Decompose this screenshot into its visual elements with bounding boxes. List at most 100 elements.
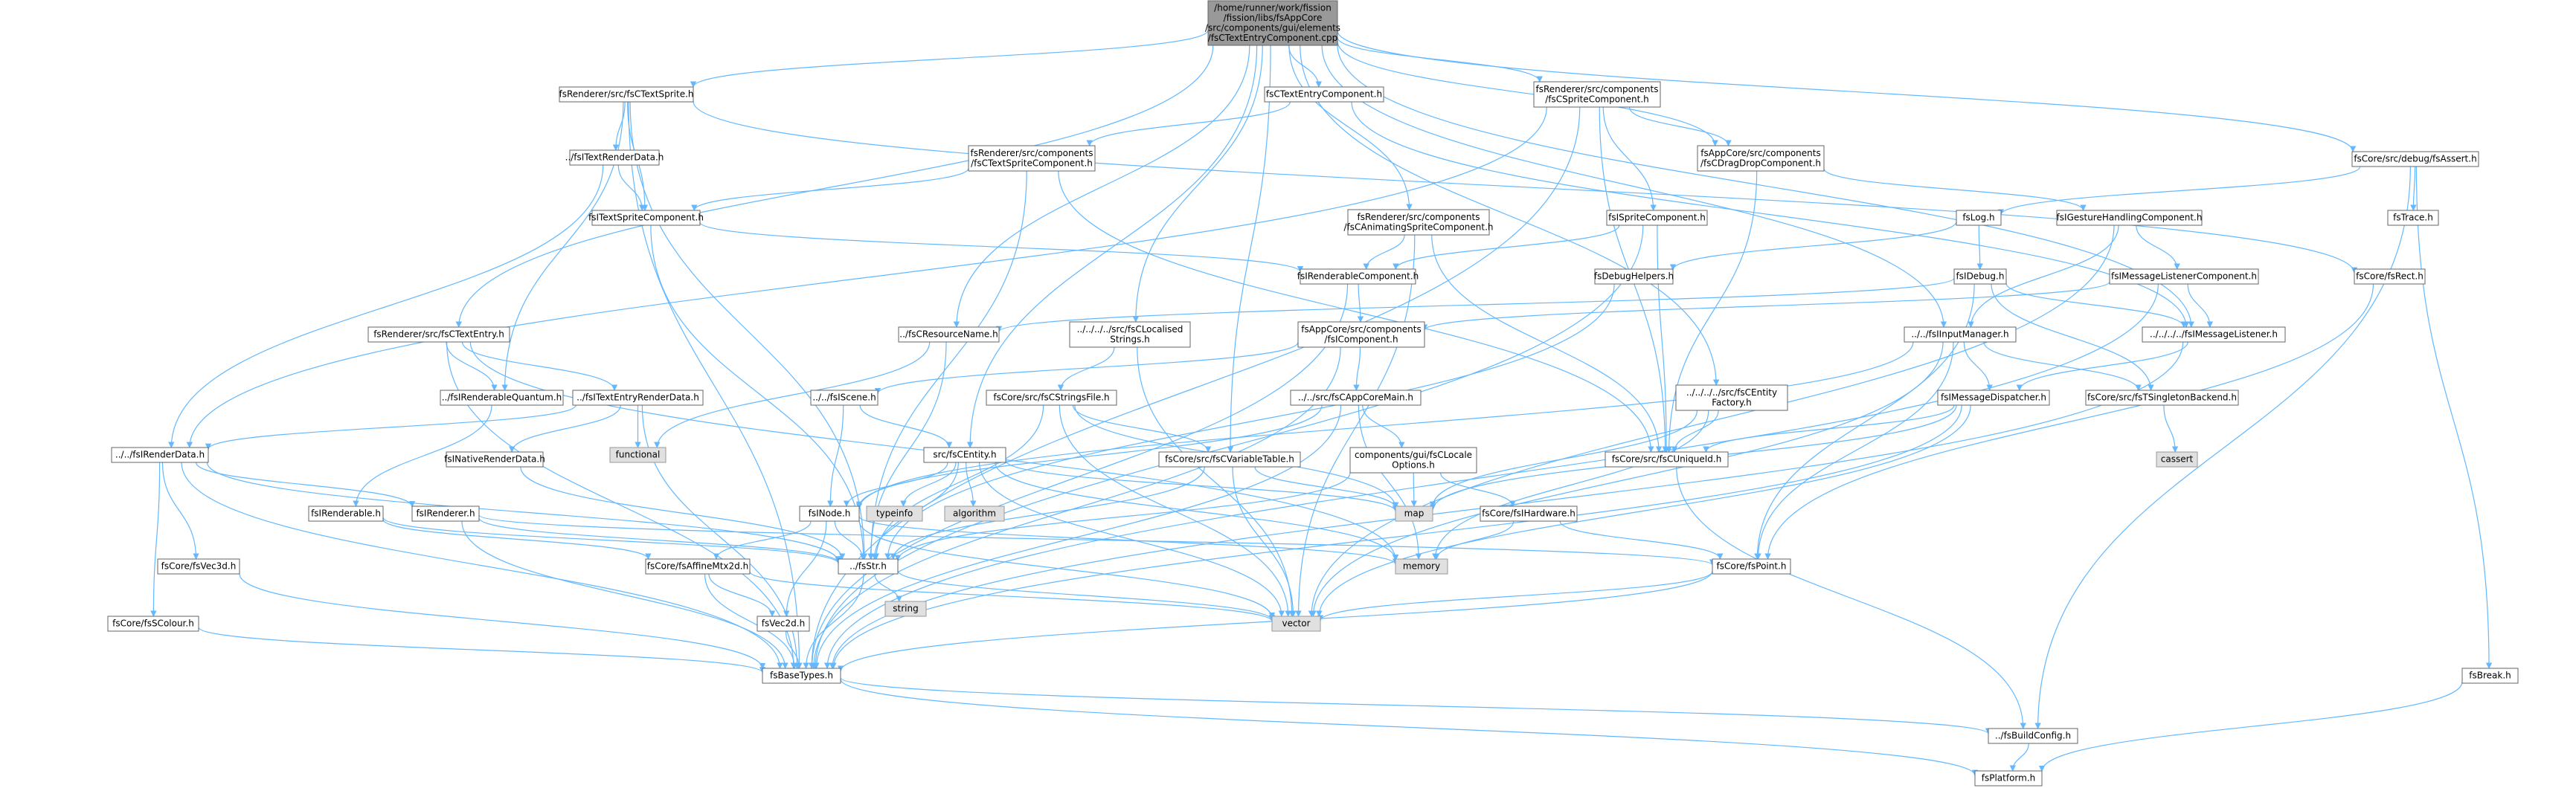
edge-n_idebug-to-n_imsglistener <box>2005 282 2187 328</box>
header-file-node[interactable]: ../fsIRenderableQuantum.h <box>440 390 564 406</box>
node-box <box>2156 451 2198 468</box>
edge-n_ctextspritecomp-to-n_str <box>867 170 1027 560</box>
header-file-node[interactable]: fsCTextEntryComponent.h <box>1264 86 1384 103</box>
header-file-node[interactable]: fsVec2d.h <box>757 616 810 632</box>
header-file-node[interactable]: fsCore/fsAffineMtx2d.h <box>645 558 751 575</box>
header-file-node[interactable]: ../../../../fsIMessageListener.h <box>2142 326 2286 343</box>
header-file-node[interactable]: fsIRenderer.h <box>411 506 480 522</box>
header-file-node[interactable]: fsCore/src/debug/fsAssert.h <box>2351 151 2479 167</box>
node-label: fsIMessageListenerComponent.h <box>2111 271 2257 282</box>
edge-n_centity-to-n_inode <box>843 462 948 507</box>
edge-root-to-n_cresname <box>953 45 1250 328</box>
header-file-node[interactable]: fsITextSpriteComponent.h <box>588 210 704 226</box>
header-file-node[interactable]: ../../src/fsCAppCoreMain.h <box>1290 390 1422 406</box>
system-header-node[interactable]: map <box>1395 506 1433 522</box>
header-file-node[interactable]: fsIRenderableComponent.h <box>1297 268 1419 285</box>
system-header-node[interactable]: vector <box>1271 616 1321 632</box>
edge-n_irenderdata-to-n_str <box>206 462 842 563</box>
header-file-node[interactable]: fsTrace.h <box>2387 210 2439 226</box>
node-label: fsCTextEntryComponent.h <box>1266 89 1382 100</box>
header-file-node[interactable]: fsISpriteComponent.h <box>1606 210 1708 226</box>
node-label: fsBaseTypes.h <box>770 671 833 681</box>
header-file-node[interactable]: fsPlatform.h <box>1974 770 2043 787</box>
edge-n_imsgdispatcher-to-n_cuniqueid <box>1703 404 1955 453</box>
header-file-node[interactable]: fsIDebug.h <box>1953 268 2007 285</box>
system-header-node[interactable]: algorithm <box>944 506 1005 522</box>
header-file-node[interactable]: fsBaseTypes.h <box>762 668 841 684</box>
header-file-node[interactable]: fsCore/fsVec3d.h <box>157 558 240 575</box>
header-file-node[interactable]: fsAppCore/src/components/fsCDragDropComp… <box>1697 145 1825 172</box>
header-file-node[interactable]: ../fsITextRenderData.h <box>565 149 664 166</box>
node-box <box>923 447 1006 463</box>
node-box <box>1395 558 1448 575</box>
node-box <box>1605 451 1729 468</box>
header-file-node[interactable]: fsIMessageListenerComponent.h <box>2109 268 2259 285</box>
system-header-node[interactable]: cassert <box>2156 451 2198 468</box>
header-file-node[interactable]: fsCore/fsPoint.h <box>1712 558 1791 575</box>
header-file-node[interactable]: fsDebugHelpers.h <box>1594 268 1674 285</box>
header-file-node[interactable]: fsRenderer/src/components/fsCSpriteCompo… <box>1533 81 1661 108</box>
system-header-node[interactable]: typeinfo <box>866 506 923 522</box>
system-header-node[interactable]: string <box>884 601 927 617</box>
edge-n_scolour-to-n_basetypes <box>198 627 766 674</box>
edge-n_icomponent-to-n_basetypes <box>810 346 1341 669</box>
header-file-node[interactable]: fsCore/src/fsCStringsFile.h <box>986 390 1117 406</box>
node-label: fsRenderer/src/fsCTextSprite.h <box>559 89 694 100</box>
edge-n_affine-to-n_vector <box>749 571 1276 622</box>
node-label: /fsCDragDropComponent.h <box>1700 158 1821 168</box>
header-file-node[interactable]: src/fsCEntity.h <box>923 447 1006 463</box>
header-file-node[interactable]: ../../fsIScene.h <box>810 390 879 406</box>
node-box <box>308 506 384 522</box>
node-box <box>157 558 240 575</box>
edge-n_cstringsfile-to-n_vector <box>1059 404 1291 617</box>
node-label: ../../fsIScene.h <box>812 393 876 403</box>
edge-n_centityfactory-to-n_cuniqueid <box>1671 410 1719 453</box>
header-file-node[interactable]: fsIRenderable.h <box>308 506 384 522</box>
node-box <box>762 668 841 684</box>
header-file-node[interactable]: fsIMessageDispatcher.h <box>1937 390 2050 406</box>
header-file-node[interactable]: fsRenderer/src/fsCTextEntry.h <box>367 326 510 343</box>
header-file-node[interactable]: ../fsBuildConfig.h <box>1988 728 2078 744</box>
edge-n_irenderdata-to-n_irenderer <box>196 462 416 508</box>
edge-n_igesture-to-n_iinputmgr <box>1968 225 2119 328</box>
node-label: /home/runner/work/fission <box>1214 2 1332 13</box>
edge-n_idebug-to-n_cresname <box>996 277 1955 333</box>
header-file-node[interactable]: fsCore/src/fsCVariableTable.h <box>1158 451 1301 468</box>
edge-n_cuniqueid-to-n_buildconfig <box>1676 466 2026 729</box>
edge-n_cappcoremain-to-n_basetypes <box>813 404 1342 669</box>
header-file-node[interactable]: fsRenderer/src/components/fsCAnimatingSp… <box>1343 209 1494 236</box>
header-file-node[interactable]: fsLog.h <box>1956 210 2002 226</box>
system-header-node[interactable]: functional <box>609 447 667 463</box>
edge-n_basetypes-to-n_buildconfig <box>840 677 1991 734</box>
edge-n_ctextentry-to-n_itextentryrd <box>461 341 618 391</box>
edge-n_irenderable-to-n_affine <box>382 519 652 560</box>
header-file-node[interactable]: fsRenderer/src/fsCTextSprite.h <box>559 86 694 103</box>
header-file-node[interactable]: fsCore/fsRect.h <box>2354 268 2426 285</box>
header-file-node[interactable]: ../fsStr.h <box>838 558 899 575</box>
node-label: Options.h <box>1392 459 1435 470</box>
header-file-node[interactable]: ../../fsIRenderData.h <box>111 447 209 463</box>
header-file-node[interactable]: fsRenderer/src/components/fsCTextSpriteC… <box>968 145 1096 172</box>
header-file-node[interactable]: fsCore/fsIHardware.h <box>1480 506 1578 522</box>
header-file-node[interactable]: ../fsITextEntryRenderData.h <box>572 390 704 406</box>
header-file-node[interactable]: fsCore/fsSColour.h <box>107 616 199 632</box>
edge-root-to-n_cspritecomp <box>1337 36 1543 83</box>
system-header-node[interactable]: memory <box>1395 558 1448 575</box>
header-file-node[interactable]: fsCore/src/fsCUniqueId.h <box>1605 451 1729 468</box>
node-label: ../../src/fsCAppCoreMain.h <box>1298 393 1413 403</box>
node-box <box>1069 321 1191 348</box>
header-file-node[interactable]: fsIGestureHandlingComponent.h <box>2056 210 2203 226</box>
header-file-node[interactable]: fsINode.h <box>799 506 860 522</box>
header-file-node[interactable]: ../fsCResourceName.h <box>898 326 1000 343</box>
root-file-node[interactable]: /home/runner/work/fission/fission/libs/f… <box>1205 0 1340 46</box>
header-file-node[interactable]: fsINativeRenderData.h <box>444 451 545 468</box>
edge-n_debughelpers-to-n_str <box>884 283 1615 560</box>
header-file-node[interactable]: fsCore/src/fsTSingletonBackend.h <box>2085 390 2239 406</box>
header-file-node[interactable]: ../../fsIInputManager.h <box>1904 326 2017 343</box>
node-label: ../fsITextEntryRenderData.h <box>576 393 699 403</box>
header-file-node[interactable]: fsAppCore/src/components/fsIComponent.h <box>1297 321 1425 348</box>
header-file-node[interactable]: fsBreak.h <box>2461 668 2519 684</box>
